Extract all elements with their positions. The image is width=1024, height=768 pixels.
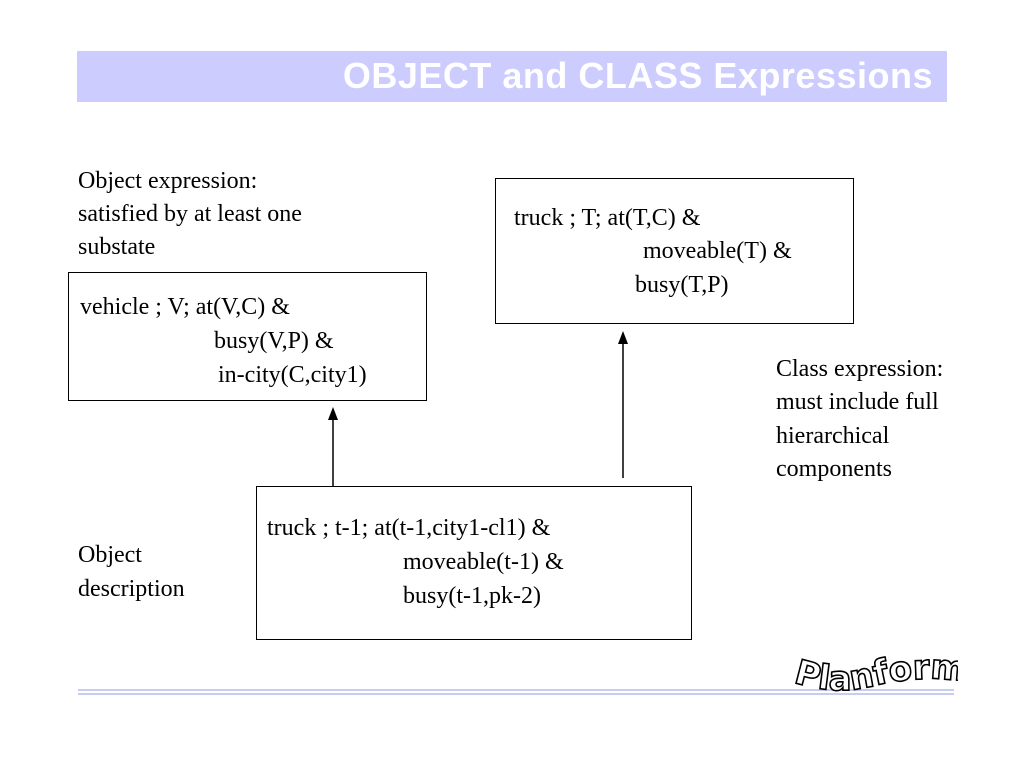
planform-logo-text: Planform [790,652,958,700]
vehicle-expression-box: vehicle ; V; at(V,C) & busy(V,P) & in-ci… [68,272,427,401]
title-bar: OBJECT and CLASS Expressions [77,51,947,102]
object-expression-line-1: Object expression: [78,168,258,194]
vehicle-line-2: busy(V,P) & [214,328,334,354]
vehicle-line-3: in-city(C,city1) [218,362,367,388]
object-expression-line-3: substate [78,234,156,260]
arrow-to-vehicle-box [328,407,338,486]
truck-class-expression-box: truck ; T; at(T,C) & moveable(T) & busy(… [495,178,854,324]
truck-object-line-3: busy(t-1,pk-2) [403,583,541,609]
object-description-line-2: description [78,576,185,602]
truck-object-line-2: moveable(t-1) & [403,549,564,575]
truck-object-description-box: truck ; t-1; at(t-1,city1-cl1) & moveabl… [256,486,692,640]
vehicle-line-1: vehicle ; V; at(V,C) & [80,294,290,320]
class-expression-line-1: Class expression: [776,356,944,382]
footer-rule-1 [78,689,954,691]
truck-class-line-3: busy(T,P) [635,272,729,298]
class-expression-line-4: components [776,456,892,482]
truck-class-line-2: moveable(T) & [643,238,792,264]
class-expression-line-2: must include full [776,389,939,415]
planform-logo: Planform [790,652,958,700]
truck-object-line-1: truck ; t-1; at(t-1,city1-cl1) & [267,515,551,541]
svg-text:Planform: Planform [791,652,958,699]
slide-title: OBJECT and CLASS Expressions [342,55,933,96]
class-expression-line-3: hierarchical [776,423,890,449]
object-expression-line-2: satisfied by at least one [78,201,302,227]
truck-class-line-1: truck ; T; at(T,C) & [514,205,701,231]
footer-rule-2 [78,693,954,695]
object-description-line-1: Object [78,542,142,568]
arrow-to-truck-class-box [618,331,628,478]
